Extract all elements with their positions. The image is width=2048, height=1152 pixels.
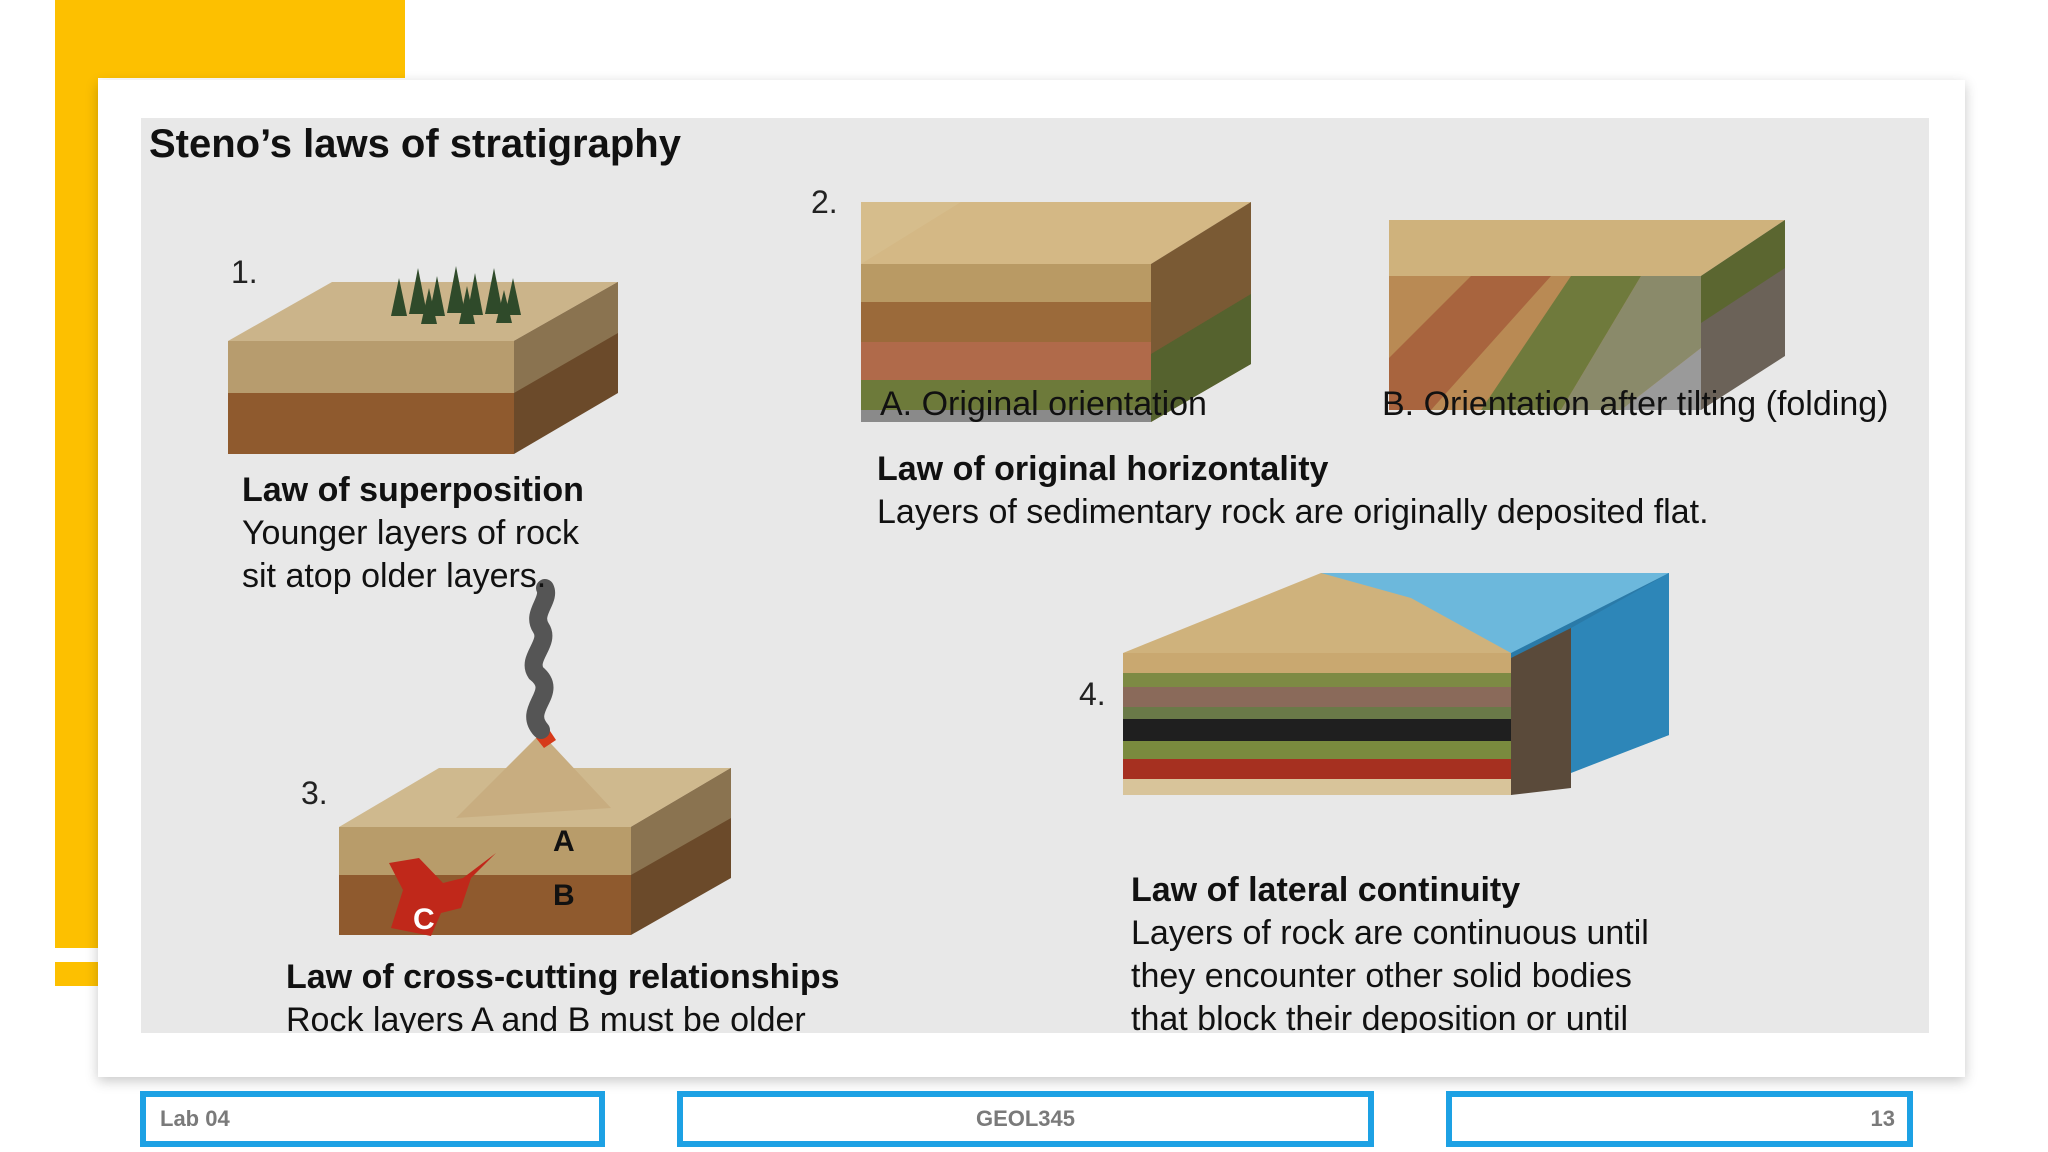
panel3-text-line1: Rock layers A and B must be older: [286, 1001, 806, 1033]
marker-a: A: [553, 825, 575, 858]
panel3-heading: Law of cross-cutting relationships: [286, 958, 840, 996]
footer-page-number: 13: [1870, 1106, 1895, 1131]
panel4-text-line1: Layers of rock are continuous until: [1131, 914, 1649, 952]
marker-c: C: [413, 903, 435, 936]
figure-illustrations: [228, 202, 1785, 936]
footer-lab-label: Lab 04: [160, 1106, 230, 1131]
panel4-number: 4.: [1079, 676, 1106, 712]
footer-course-label: GEOL345: [975, 1106, 1076, 1131]
tilted-block: [1389, 220, 1785, 410]
panel1-caption: Law of superposition Younger layers of r…: [242, 469, 584, 598]
panel1-number: 1.: [231, 254, 258, 290]
panel2-heading: Law of original horizontality: [877, 450, 1329, 488]
footer-right: 13: [1446, 1091, 1913, 1147]
panel1-heading: Law of superposition: [242, 471, 584, 509]
panel2-text-line1: Layers of sedimentary rock are originall…: [877, 493, 1709, 531]
panel1-text-line1: Younger layers of rock: [242, 514, 580, 552]
superposition-block: [228, 266, 618, 454]
cross-cutting-block: [339, 579, 731, 936]
panel1-text-line2: sit atop older layers.: [242, 557, 547, 595]
panel2-caption: Law of original horizontality Layers of …: [877, 448, 1709, 534]
stratigraphy-figure: Steno’s laws of stratigraphy: [141, 118, 1929, 1033]
panel4-text-line3: that block their deposition or until: [1131, 1000, 1629, 1033]
accent-bar-small: [55, 962, 98, 986]
accent-bar-top: [55, 0, 405, 78]
marker-b: B: [553, 879, 575, 912]
panel4-caption: Law of lateral continuity Layers of rock…: [1131, 869, 1649, 1033]
footer-left: Lab 04: [140, 1091, 605, 1147]
figure-title: Steno’s laws of stratigraphy: [149, 122, 681, 166]
panel2-label-b: B. Orientation after tilting (folding): [1382, 385, 1889, 423]
lateral-continuity-block: [1123, 573, 1669, 795]
panel2-number: 2.: [811, 184, 838, 220]
footer-center: GEOL345: [677, 1091, 1374, 1147]
horizontal-block: [861, 202, 1251, 422]
panel3-caption: Law of cross-cutting relationships Rock …: [286, 956, 840, 1033]
panel4-heading: Law of lateral continuity: [1131, 871, 1521, 909]
panel2-label-a: A. Original orientation: [880, 385, 1207, 423]
panel3-number: 3.: [301, 775, 328, 811]
panel4-text-line2: they encounter other solid bodies: [1131, 957, 1632, 995]
accent-bar-vertical: [55, 0, 98, 948]
